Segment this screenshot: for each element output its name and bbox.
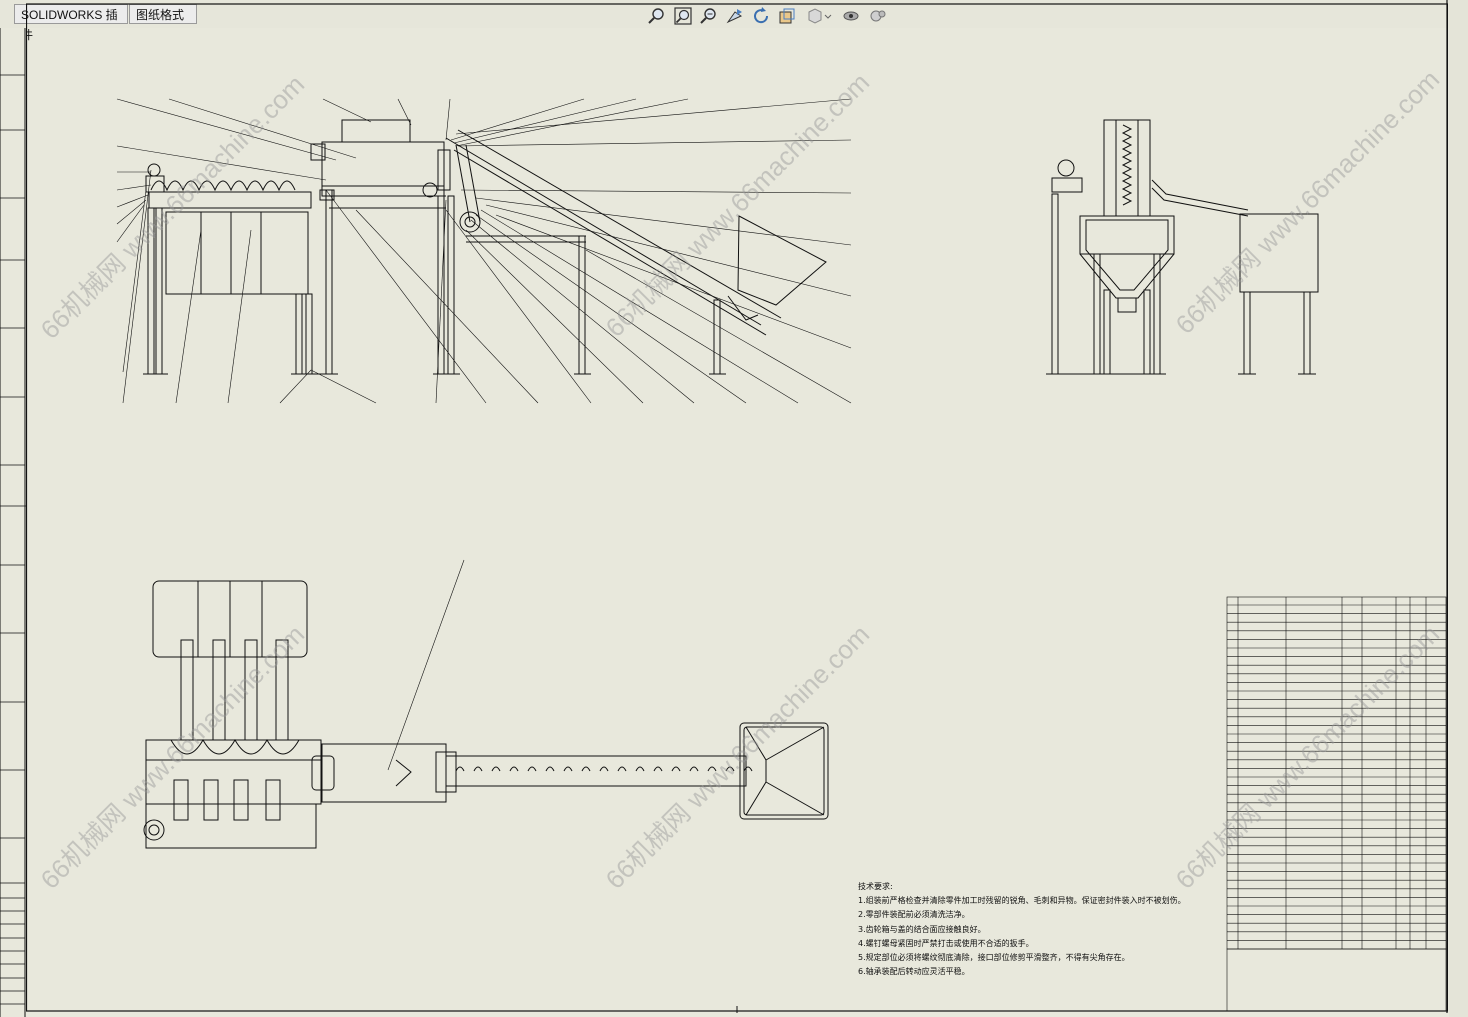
top-view xyxy=(143,559,829,849)
hide-show-icon[interactable] xyxy=(841,6,861,26)
note-item: 4.螺钉螺母紧固时严禁打击或使用不合适的扳手。 xyxy=(858,938,1034,948)
front-view xyxy=(116,98,852,404)
note-item: 2.零部件装配前必须清洗洁净。 xyxy=(858,910,970,920)
zoom-in-out-icon[interactable] xyxy=(699,6,719,26)
note-item: 5.规定部位必须将螺纹彻底清除，接口部位修剪平滑整齐，不得有尖角存在。 xyxy=(858,953,1130,963)
sheet-border xyxy=(26,3,1448,1012)
zoom-to-fit-icon[interactable] xyxy=(647,6,667,26)
section-view-icon[interactable] xyxy=(777,6,797,26)
appearance-icon[interactable] xyxy=(867,6,887,26)
side-view xyxy=(1046,119,1319,375)
bom-table xyxy=(1226,596,1447,1012)
display-style-icon[interactable] xyxy=(805,6,825,26)
zoom-area-icon[interactable] xyxy=(673,6,693,26)
notes-title: 技术要求: xyxy=(858,882,893,891)
tab-solidworks-addins[interactable]: SOLIDWORKS 插件 xyxy=(14,4,128,42)
note-item: 3.齿轮箱与盖的结合面应接触良好。 xyxy=(858,924,986,934)
rotate-icon[interactable] xyxy=(751,6,771,26)
drawing-sheet[interactable]: 技术要求: 1.组装前严格检查并清除零件加工时残留的锐角、毛刺和异物。保证密封件… xyxy=(26,0,1448,1013)
technical-requirements: 技术要求: 1.组装前严格检查并清除零件加工时残留的锐角、毛刺和异物。保证密封件… xyxy=(858,880,1186,979)
right-edge xyxy=(1449,0,1468,1017)
sheet-left-border xyxy=(0,28,26,1017)
previous-view-icon[interactable] xyxy=(725,6,745,26)
note-item: 1.组装前严格检查并清除零件加工时残留的锐角、毛刺和异物。保证密封件装入时不被划… xyxy=(858,896,1186,906)
drawing-canvas xyxy=(26,0,1448,1013)
chevron-down-icon[interactable] xyxy=(823,6,833,26)
note-item: 6.轴承装配后转动应灵活平稳。 xyxy=(858,967,970,977)
